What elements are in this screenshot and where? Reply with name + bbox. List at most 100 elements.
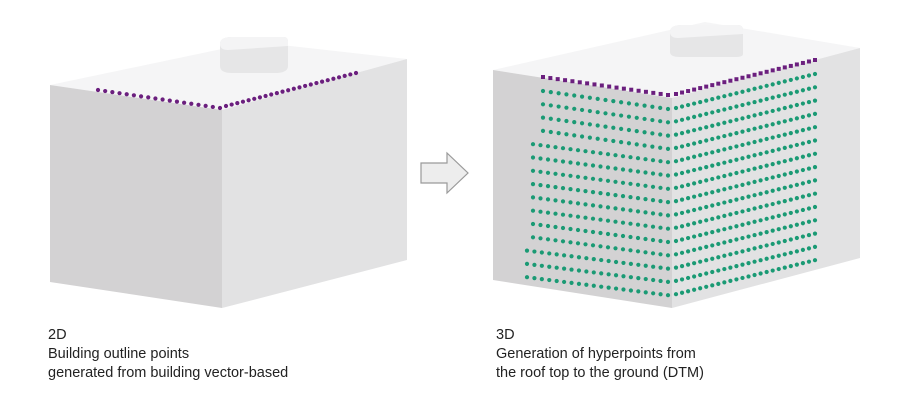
point bbox=[722, 160, 727, 165]
outline-point bbox=[770, 68, 775, 73]
point bbox=[740, 156, 745, 161]
building-2d bbox=[50, 37, 407, 308]
point bbox=[598, 204, 603, 209]
point bbox=[788, 197, 793, 202]
point bbox=[776, 187, 781, 192]
point bbox=[331, 76, 336, 81]
point bbox=[620, 154, 626, 159]
point bbox=[538, 169, 543, 174]
point bbox=[611, 99, 616, 104]
point bbox=[540, 88, 546, 94]
point bbox=[782, 172, 787, 177]
point bbox=[603, 111, 608, 116]
point bbox=[569, 254, 574, 259]
outline-point bbox=[658, 91, 663, 96]
point bbox=[698, 246, 703, 251]
point bbox=[698, 219, 703, 224]
point bbox=[746, 221, 751, 226]
point bbox=[591, 257, 596, 262]
point bbox=[716, 268, 721, 273]
point bbox=[758, 165, 763, 170]
point bbox=[734, 104, 739, 109]
point bbox=[606, 272, 611, 277]
point bbox=[196, 102, 201, 107]
point bbox=[728, 238, 733, 244]
point bbox=[710, 283, 715, 288]
point bbox=[722, 266, 727, 272]
point bbox=[722, 187, 727, 192]
point bbox=[553, 145, 558, 150]
point bbox=[634, 102, 639, 107]
outline-point bbox=[541, 75, 545, 79]
point bbox=[673, 119, 679, 124]
point bbox=[788, 224, 793, 229]
point bbox=[628, 234, 633, 240]
point bbox=[568, 160, 573, 165]
outline-point bbox=[698, 86, 703, 91]
point bbox=[553, 224, 558, 230]
outline-point bbox=[577, 80, 582, 85]
point bbox=[673, 292, 679, 297]
point bbox=[613, 179, 618, 184]
point bbox=[560, 159, 566, 164]
point bbox=[704, 258, 709, 263]
point bbox=[710, 123, 715, 128]
point bbox=[806, 113, 812, 118]
outline-point bbox=[548, 76, 553, 81]
point bbox=[658, 105, 663, 110]
point bbox=[605, 231, 611, 237]
point bbox=[587, 95, 592, 100]
point bbox=[728, 278, 733, 283]
point bbox=[538, 143, 543, 148]
point bbox=[812, 71, 818, 77]
point bbox=[560, 212, 566, 217]
point bbox=[595, 96, 600, 101]
point bbox=[575, 188, 581, 193]
point bbox=[613, 259, 619, 265]
point bbox=[153, 96, 158, 101]
point bbox=[562, 266, 567, 271]
point bbox=[613, 246, 618, 251]
point bbox=[673, 185, 679, 190]
point bbox=[800, 194, 806, 199]
point bbox=[590, 150, 596, 155]
point bbox=[800, 181, 806, 186]
point bbox=[524, 275, 530, 280]
point bbox=[740, 89, 745, 94]
point bbox=[764, 150, 769, 155]
point bbox=[740, 129, 745, 134]
point bbox=[679, 184, 685, 189]
right-caption-title: 3D bbox=[496, 327, 515, 343]
point bbox=[782, 198, 787, 204]
point bbox=[740, 169, 745, 174]
point bbox=[728, 185, 733, 190]
point bbox=[564, 132, 569, 137]
point bbox=[308, 82, 313, 87]
point bbox=[575, 174, 581, 179]
point bbox=[685, 156, 691, 161]
point bbox=[599, 257, 604, 263]
point bbox=[758, 98, 763, 103]
point bbox=[642, 103, 647, 108]
point bbox=[524, 261, 530, 266]
point bbox=[728, 132, 733, 137]
point bbox=[540, 128, 546, 133]
point bbox=[560, 172, 566, 177]
point bbox=[704, 284, 709, 289]
point bbox=[621, 287, 626, 292]
outline-point bbox=[788, 63, 793, 68]
point bbox=[764, 230, 769, 235]
point bbox=[576, 255, 582, 260]
point bbox=[590, 190, 596, 195]
point bbox=[734, 131, 739, 136]
point bbox=[583, 175, 588, 180]
point bbox=[728, 212, 733, 217]
point bbox=[545, 210, 551, 215]
point bbox=[679, 117, 685, 122]
point bbox=[628, 195, 633, 200]
point bbox=[698, 193, 703, 198]
point bbox=[770, 228, 775, 233]
point bbox=[635, 209, 641, 214]
outline-point bbox=[629, 87, 634, 92]
outline-points bbox=[541, 58, 817, 97]
